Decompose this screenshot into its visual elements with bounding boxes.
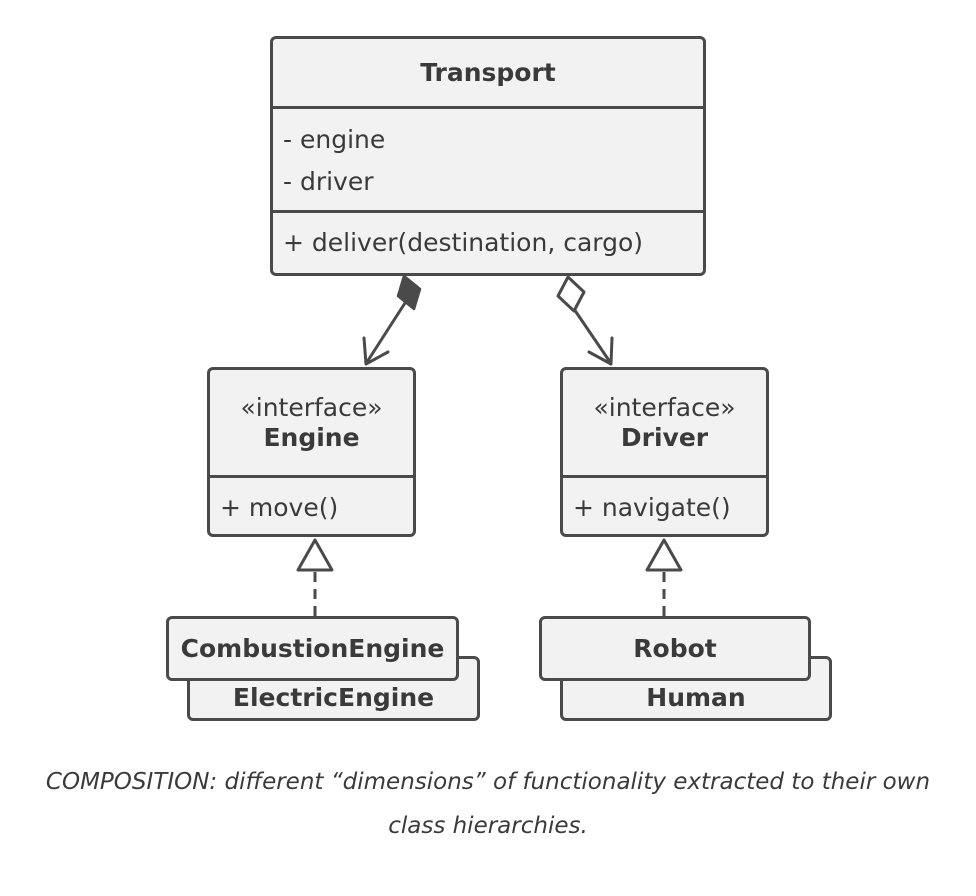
transport-name-section: Transport <box>273 39 703 106</box>
engine-method-move: + move() <box>220 493 339 522</box>
engine-interface-name: Engine <box>263 423 360 453</box>
engine-realization <box>296 538 334 616</box>
transport-fields-section: - engine - driver <box>273 106 703 210</box>
aggregation-line <box>572 308 612 363</box>
transport-field-driver: - driver <box>283 167 374 196</box>
transport-method-deliver: + deliver(destination, cargo) <box>283 228 644 257</box>
composition-line <box>365 302 407 363</box>
combustion-engine-class: CombustionEngine <box>166 616 459 681</box>
transport-class: Transport - engine - driver + deliver(de… <box>270 36 706 276</box>
engine-realization-triangle <box>296 538 334 572</box>
aggregation-diamond <box>556 275 586 313</box>
driver-realization <box>645 538 683 616</box>
aggregation-arrowhead <box>587 336 614 366</box>
composition-diamond <box>396 274 422 311</box>
transport-methods-section: + deliver(destination, cargo) <box>273 210 703 273</box>
driver-interface: «interface» Driver + navigate() <box>560 367 769 537</box>
composition-arrowhead <box>362 336 390 366</box>
robot-class: Robot <box>539 616 811 681</box>
transport-class-name: Transport <box>420 57 556 87</box>
engine-stereotype: «interface» <box>240 392 383 422</box>
engine-methods-section: + move() <box>210 475 413 534</box>
driver-methods-section: + navigate() <box>563 475 766 534</box>
driver-stereotype: «interface» <box>593 392 736 422</box>
aggregation-connector <box>556 275 614 366</box>
engine-name-section: «interface» Engine <box>210 370 413 475</box>
driver-interface-name: Driver <box>620 423 709 453</box>
driver-method-navigate: + navigate() <box>573 493 731 522</box>
driver-name-section: «interface» Driver <box>563 370 766 475</box>
transport-field-engine: - engine <box>283 125 386 154</box>
composition-connector <box>362 274 422 366</box>
diagram-caption: COMPOSITION: different “dimensions” of f… <box>45 769 931 839</box>
driver-realization-triangle <box>645 538 683 572</box>
engine-interface: «interface» Engine + move() <box>207 367 416 537</box>
